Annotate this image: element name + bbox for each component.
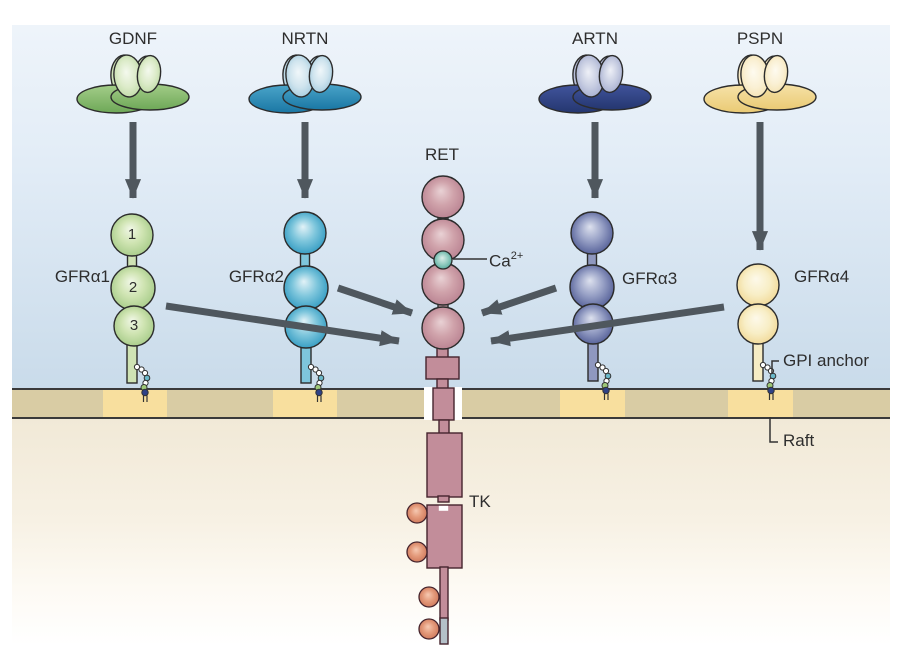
raft-label-line bbox=[769, 417, 778, 443]
calcium-ion bbox=[433, 250, 453, 270]
receptor-gfra4 bbox=[736, 263, 780, 382]
ret-phosphorylation-sites bbox=[406, 502, 440, 640]
label-gfra4: GFRα4 bbox=[794, 267, 850, 286]
ligand-pspn-dimer bbox=[703, 54, 817, 114]
gfra1-domain-3-number: 3 bbox=[129, 317, 139, 334]
ret-cadherin-domains bbox=[421, 175, 465, 350]
ret-transmembrane-segment bbox=[432, 387, 455, 421]
label-gdnf: GDNF bbox=[108, 29, 158, 48]
arrow-gfra1-to-ret bbox=[165, 302, 400, 347]
label-gfra2: GFRα2 bbox=[228, 267, 284, 286]
ligand-gdnf-dimer bbox=[76, 54, 190, 114]
label-raft: Raft bbox=[783, 431, 815, 450]
arrow-gfra4-to-ret bbox=[490, 303, 725, 347]
ret-intracellular-region bbox=[425, 344, 463, 645]
calcium-label-sup: 2+ bbox=[510, 250, 524, 262]
receptor-ret bbox=[406, 175, 465, 645]
label-tk: TK bbox=[469, 492, 491, 511]
label-gfra3: GFRα3 bbox=[622, 269, 678, 288]
label-ret: RET bbox=[425, 145, 459, 164]
ret-tail bbox=[439, 566, 449, 621]
label-pspn: PSPN bbox=[736, 29, 784, 48]
gfra1-domain-2-number: 2 bbox=[128, 279, 138, 296]
label-artn: ARTN bbox=[572, 29, 618, 48]
label-gfra1: GFRα1 bbox=[54, 267, 110, 286]
ret-tk-domain-1 bbox=[426, 432, 463, 498]
label-nrtn: NRTN bbox=[281, 29, 329, 48]
arrow-gfra2-to-ret bbox=[336, 284, 414, 317]
gfra1-domain-1-number: 1 bbox=[127, 226, 137, 243]
arrow-gfra3-to-ret bbox=[480, 284, 558, 317]
ret-tk-domain-2 bbox=[426, 504, 463, 569]
lipid-raft-2 bbox=[273, 390, 337, 417]
label-calcium: Ca2+ bbox=[489, 248, 523, 271]
gpi-anchor-label-line bbox=[771, 360, 779, 374]
lipid-raft-1 bbox=[103, 390, 167, 417]
receptor-gfra2 bbox=[283, 211, 329, 384]
ret-tk-notch bbox=[438, 505, 449, 511]
receptor-gfra1 bbox=[110, 213, 156, 384]
lipid-raft-3 bbox=[560, 390, 625, 417]
receptor-gfra3 bbox=[569, 211, 615, 382]
lipid-raft-4 bbox=[728, 390, 793, 417]
calcium-label-base: Ca bbox=[489, 251, 511, 271]
label-gpi-anchor: GPI anchor bbox=[783, 351, 869, 370]
ret-tail-tip bbox=[439, 617, 449, 645]
ret-cysteine-rich-domain bbox=[425, 356, 460, 380]
ligand-artn-dimer bbox=[538, 54, 652, 114]
ligand-nrtn-dimer bbox=[248, 54, 362, 114]
